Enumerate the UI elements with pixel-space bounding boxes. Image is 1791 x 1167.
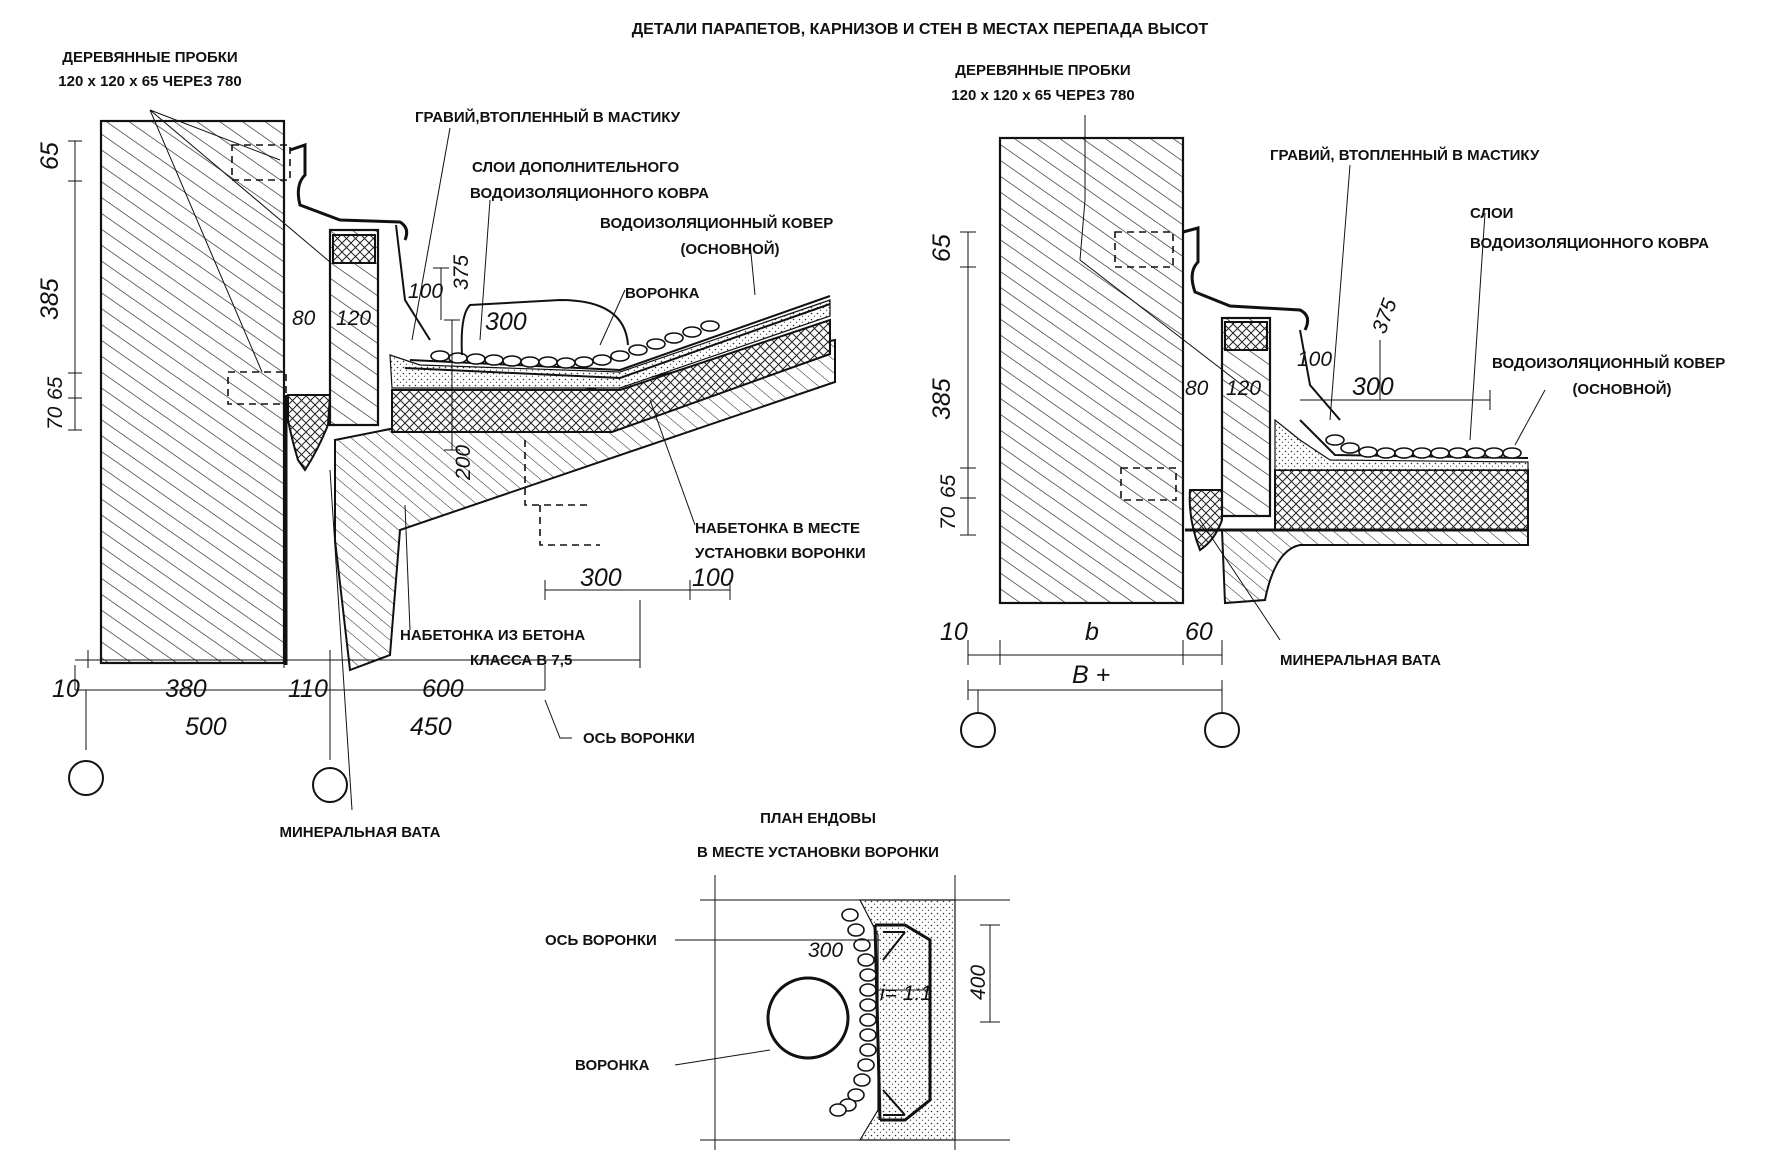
right-wood-plugs-label-1: ДЕРЕВЯННЫЕ ПРОБКИ [955, 62, 1130, 79]
left-dim-65-top: 65 [36, 142, 64, 170]
right-dim-300: 300 [1352, 373, 1394, 401]
left-funnel-label: ВОРОНКА [625, 285, 700, 302]
right-dim-385: 385 [928, 378, 956, 420]
left-extra-layers-label-2: ВОДОИЗОЛЯЦИОННОГО КОВРА [470, 185, 709, 202]
right-cap-block [1224, 321, 1268, 351]
left-topping-concrete-label-2: КЛАССА В 7,5 [470, 652, 572, 669]
left-wood-plugs-label-2: 120 x 120 x 65 ЧЕРЕЗ 780 [58, 73, 241, 90]
left-funnel-dome [460, 298, 629, 356]
right-axis-circle-2 [1204, 712, 1240, 748]
left-detail: ДЕРЕВЯННЫЕ ПРОБКИ 120 x 120 x 65 ЧЕРЕЗ 7… [36, 49, 866, 841]
right-dim-65-mid: 65 [937, 474, 960, 498]
right-dim-120: 120 [1226, 377, 1261, 400]
plan-detail: ПЛАН ЕНДОВЫ В МЕСТЕ УСТАНОВКИ ВОРОНКИ [545, 810, 1010, 1150]
plan-funnel-circle [766, 976, 850, 1060]
left-dim-65-mid: 65 [44, 376, 67, 400]
left-dim-70: 70 [44, 406, 67, 430]
left-topping-concrete-label-1: НАБЕТОНКА ИЗ БЕТОНА [400, 627, 585, 644]
right-gravel-label: ГРАВИЙ, ВТОПЛЕННЫЙ В МАСТИКУ [1270, 146, 1540, 164]
left-dim-385: 385 [36, 278, 64, 320]
right-mineral-wool-label: МИНЕРАЛЬНАЯ ВАТА [1280, 652, 1441, 669]
left-insulation [391, 318, 831, 433]
right-wood-plug-bottom [1120, 467, 1177, 501]
left-dim-200: 200 [452, 445, 475, 481]
left-funnel-axis-label: ОСЬ ВОРОНКИ [583, 730, 695, 747]
right-main-carpet-label-1: ВОДОИЗОЛЯЦИОННЫЙ КОВЕР [1492, 354, 1725, 372]
right-wood-plug-top [1114, 231, 1174, 268]
right-dim-10: 10 [940, 618, 968, 646]
plan-gravel [829, 908, 877, 1117]
left-axis-circle-2 [312, 767, 348, 803]
left-dim-10: 10 [52, 675, 80, 703]
right-dim-375: 375 [1368, 296, 1402, 337]
left-dim-300-top: 300 [485, 308, 527, 336]
plan-dim-400: 400 [967, 965, 990, 1000]
right-dim-70: 70 [937, 506, 960, 530]
right-mineral-wool [1188, 489, 1223, 552]
right-dim-b: b [1085, 618, 1099, 646]
left-gravel-label: ГРАВИЙ,ВТОПЛЕННЫЙ В МАСТИКУ [415, 108, 681, 126]
left-mineral-wool [287, 394, 332, 472]
left-dim-300-bot: 300 [580, 564, 622, 592]
right-dim-100: 100 [1297, 348, 1332, 371]
left-wood-plug-top [231, 144, 291, 181]
left-screed [389, 299, 831, 389]
left-extra-layers-label-1: СЛОИ ДОПОЛНИТЕЛЬНОГО [472, 159, 679, 176]
left-topping-at-funnel-label-1: НАБЕТОНКА В МЕСТЕ [695, 520, 860, 537]
plan-slope: i= 1:1 [880, 982, 932, 1005]
right-dim-B: В + [1072, 661, 1110, 689]
right-main-carpet-label-2: (ОСНОВНОЙ) [1572, 380, 1671, 398]
sheet-title: ДЕТАЛИ ПАРАПЕТОВ, КАРНИЗОВ И СТЕН В МЕСТ… [632, 21, 1209, 38]
right-layers-label-1: СЛОИ [1470, 205, 1513, 222]
left-dim-100-bot: 100 [692, 564, 734, 592]
left-flashing [289, 142, 409, 241]
plan-funnel-axis-label: ОСЬ ВОРОНКИ [545, 932, 657, 949]
left-dim-110: 110 [288, 675, 328, 703]
plan-title-1: ПЛАН ЕНДОВЫ [760, 810, 876, 827]
left-wood-plugs-label-1: ДЕРЕВЯННЫЕ ПРОБКИ [62, 49, 237, 66]
left-axis-circle-1 [68, 760, 104, 796]
left-dim-600: 600 [422, 675, 464, 703]
left-main-carpet-label-1: ВОДОИЗОЛЯЦИОННЫЙ КОВЕР [600, 214, 833, 232]
left-topping-at-funnel-label-2: УСТАНОВКИ ВОРОНКИ [695, 545, 866, 562]
right-dim-65-top: 65 [928, 234, 956, 262]
right-screed [1274, 418, 1529, 471]
right-gravel [1325, 434, 1522, 459]
left-dim-375: 375 [450, 255, 473, 290]
right-layers-label-2: ВОДОИЗОЛЯЦИОННОГО КОВРА [1470, 235, 1709, 252]
left-mineral-wool-label: МИНЕРАЛЬНАЯ ВАТА [280, 824, 441, 841]
plan-title-2: В МЕСТЕ УСТАНОВКИ ВОРОНКИ [697, 844, 939, 861]
left-main-carpet-label-2: (ОСНОВНОЙ) [680, 240, 779, 258]
left-dim-450: 450 [410, 713, 452, 741]
left-funnel-body [524, 440, 600, 546]
left-gravel [430, 320, 720, 369]
right-dim-60: 60 [1185, 618, 1213, 646]
right-wood-plugs-label-2: 120 x 120 x 65 ЧЕРЕЗ 780 [951, 87, 1134, 104]
right-insulation [1274, 469, 1529, 531]
right-parapet-wall [998, 136, 1185, 605]
left-dim-120: 120 [336, 307, 371, 330]
right-detail: ДЕРЕВЯННЫЕ ПРОБКИ 120 x 120 x 65 ЧЕРЕЗ 7… [928, 62, 1725, 748]
plan-dim-300: 300 [808, 939, 843, 962]
plan-funnel-label: ВОРОНКА [575, 1057, 650, 1074]
left-dim-380: 380 [165, 675, 207, 703]
right-axis-circle-1 [960, 712, 996, 748]
left-dim-100: 100 [408, 280, 443, 303]
left-wood-plug-bottom [227, 371, 287, 405]
left-dim-80: 80 [292, 307, 316, 330]
right-dim-80: 80 [1185, 377, 1209, 400]
left-dim-500: 500 [185, 713, 227, 741]
right-flashing [1182, 226, 1310, 331]
left-cap-block [332, 234, 376, 264]
left-parapet-wall [99, 119, 286, 665]
right-roof-slab [1220, 529, 1529, 605]
